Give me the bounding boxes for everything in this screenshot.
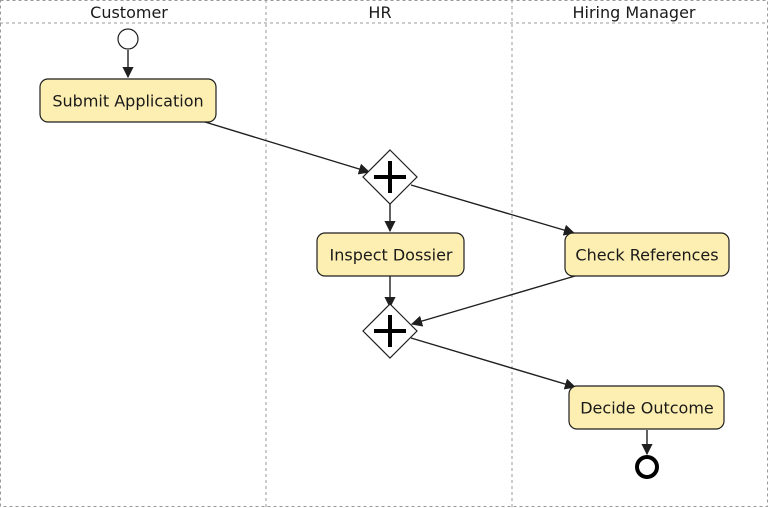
task-label: Submit Application [52, 92, 203, 111]
flow-submit-to-split-gateway [204, 121, 371, 175]
task-inspect-dossier[interactable]: Inspect Dossier [316, 232, 465, 277]
flow-check-references-to-join [410, 275, 576, 327]
task-label: Inspect Dossier [330, 246, 453, 265]
lane-title-customer: Customer [90, 3, 168, 22]
flow-split-to-check-references [410, 184, 576, 236]
task-box [568, 385, 725, 430]
task-box [564, 232, 730, 277]
parallel-split-gateway[interactable] [362, 149, 418, 205]
flow-join-to-decide [410, 337, 577, 390]
end-event-circle-icon[interactable] [635, 455, 659, 479]
task-label: Decide Outcome [580, 399, 714, 418]
lane-title-hr: HR [368, 3, 391, 22]
task-box [39, 78, 217, 123]
parallel-join-gateway[interactable] [362, 303, 418, 359]
task-submit-application[interactable]: Submit Application [39, 78, 217, 123]
task-label: Check References [575, 246, 718, 265]
plus-icon [374, 315, 406, 347]
task-box [316, 232, 465, 277]
task-check-references[interactable]: Check References [564, 232, 730, 277]
plus-icon [374, 161, 406, 193]
start-event-circle-icon[interactable] [117, 28, 139, 50]
lane-title-hiring-manager: Hiring Manager [572, 3, 695, 22]
task-decide-outcome[interactable]: Decide Outcome [568, 385, 725, 430]
